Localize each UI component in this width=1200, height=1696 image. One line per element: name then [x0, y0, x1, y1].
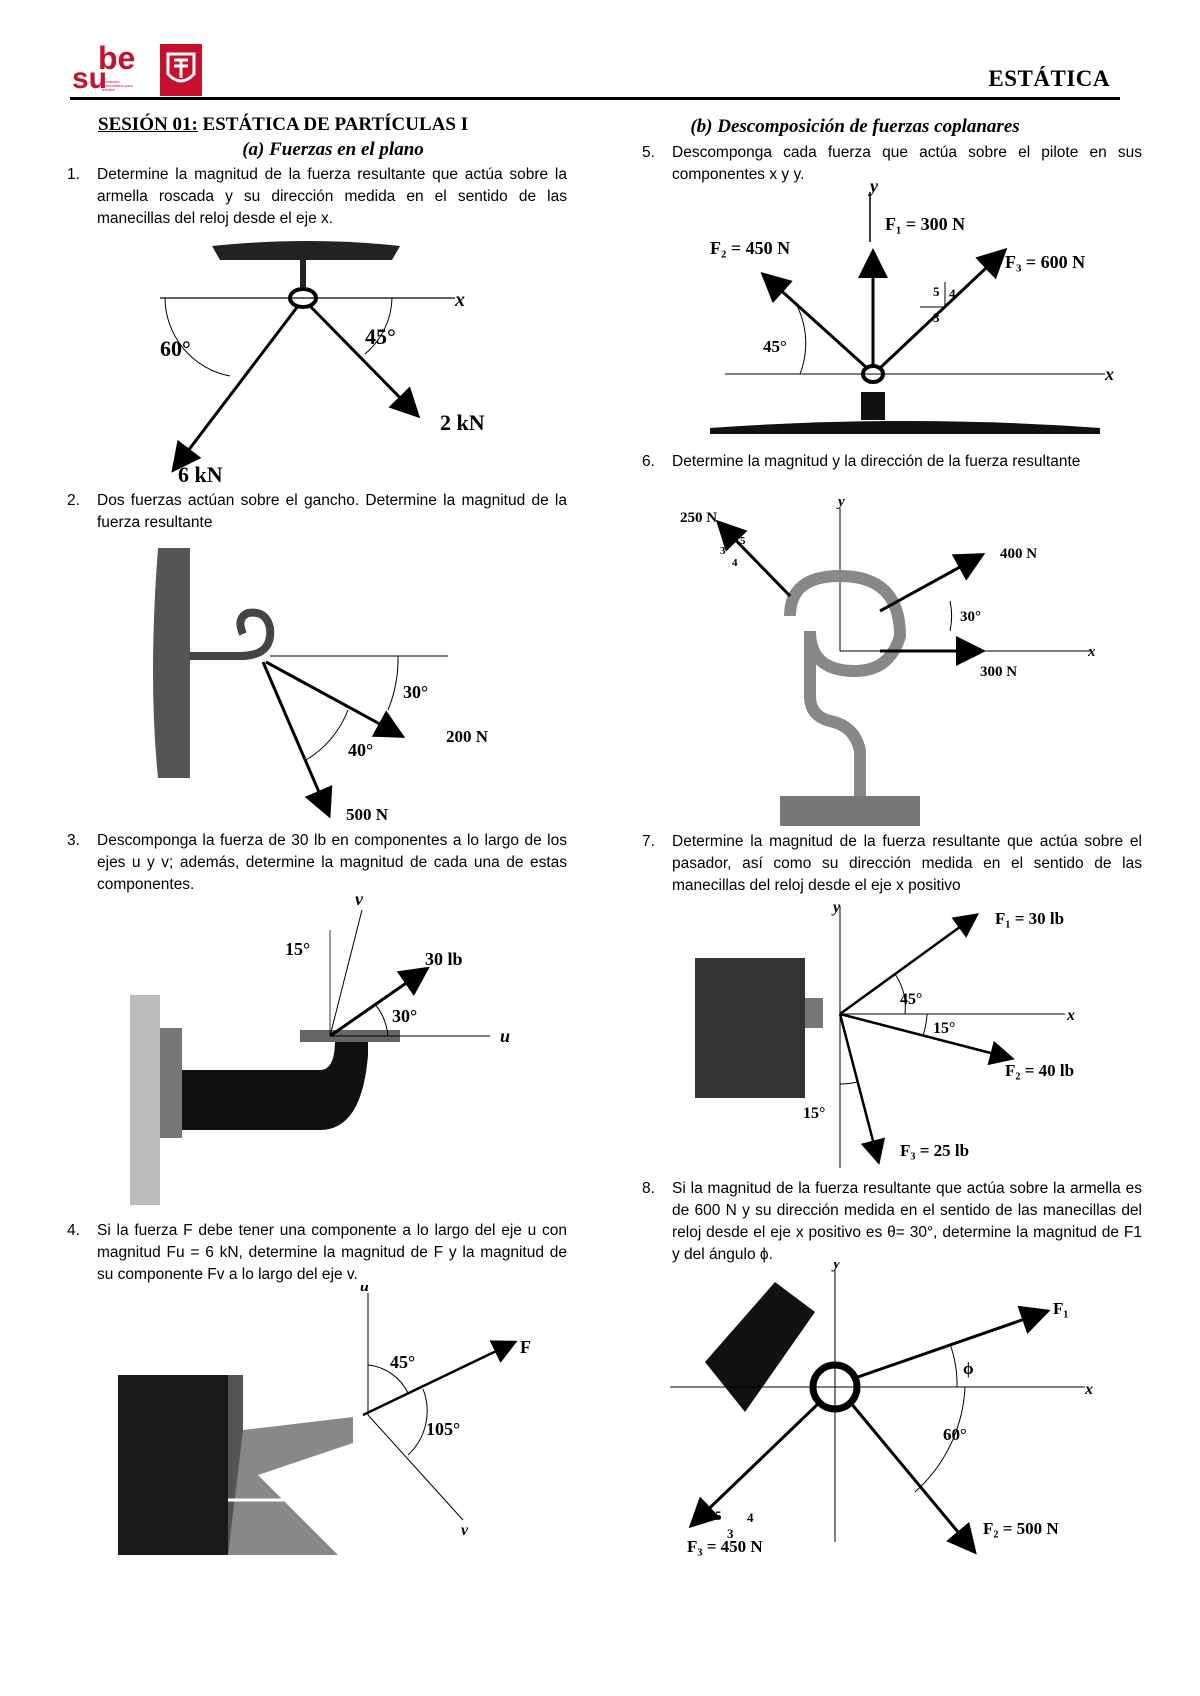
- force-f1-label: F₁: [1053, 1299, 1068, 1318]
- axis-y-label: y: [836, 496, 845, 510]
- problem-number: 8.: [642, 1180, 655, 1197]
- problem-number: 6.: [642, 453, 655, 470]
- angle-60-label: 60°: [943, 1425, 967, 1444]
- axis-x-label: x: [1084, 1381, 1093, 1398]
- axis-u-label: u: [500, 1026, 510, 1046]
- force-f3-label: F₃ = 25 lb: [900, 1141, 969, 1160]
- force-f2-label: F₂ = 40 lb: [1005, 1061, 1074, 1080]
- force-f1-label: F₁ = 300 N: [885, 214, 965, 234]
- force-6kn-label: 6 kN: [178, 462, 223, 484]
- problem-number: 5.: [642, 144, 655, 161]
- angle-45-label: 45°: [390, 1352, 415, 1372]
- section-b-subtitle: (b) Descomposición de fuerzas coplanares: [690, 116, 1020, 137]
- triangle-5-label: 5: [715, 1508, 722, 1523]
- force-2kn-label: 2 kN: [440, 410, 485, 435]
- axis-v-label: v: [461, 1522, 469, 1539]
- logo-tagline: formación universitaria para adultos: [102, 79, 133, 92]
- section-a-subtitle: (a) Fuerzas en el plano: [242, 139, 424, 160]
- angle-30-label: 30°: [960, 609, 981, 625]
- axis-y-label: y: [868, 182, 879, 196]
- figure-3-bracket: v u 15° 30° 30 lb: [130, 890, 510, 1205]
- force-f2-label: F₂ = 450 N: [710, 238, 790, 258]
- problem-text: Determine la magnitud y la dirección de …: [672, 453, 1081, 470]
- course-title: ESTÁTICA: [988, 66, 1110, 91]
- session-title: ESTÁTICA DE PARTÍCULAS I: [197, 114, 469, 135]
- axis-x-label: x: [454, 289, 465, 311]
- angle-45-label: 45°: [763, 337, 787, 356]
- figure-2-hook: 30° 40° 200 N 500 N: [153, 548, 489, 823]
- figure-6-hook: y x 250 N 400 N 300 N 30° 5 3 4: [680, 496, 1096, 826]
- triangle-4-label: 4: [747, 1510, 754, 1525]
- angle-30-label: 30°: [403, 682, 428, 702]
- problem-number: 3.: [67, 832, 80, 849]
- force-f2-label: F₂ = 500 N: [983, 1519, 1059, 1538]
- axis-x-label: x: [1087, 644, 1096, 660]
- axis-x-label: x: [1104, 364, 1114, 384]
- triangle-5-label: 5: [933, 284, 940, 299]
- problem-text: Descomponga cada fuerza que actúa sobre …: [672, 144, 1142, 183]
- axis-x-label: x: [1066, 1007, 1075, 1024]
- session-prefix: SESIÓN 01:: [98, 114, 198, 135]
- axis-y-label: y: [831, 1262, 841, 1272]
- angle-15-label: 15°: [285, 939, 310, 959]
- figure-7-pin: y x F₁ = 30 lb F₂ = 40 lb F₃ = 25 lb 45°…: [695, 899, 1075, 1168]
- triangle-3-label: 3: [727, 1526, 734, 1541]
- force-400n-label: 400 N: [1000, 546, 1037, 562]
- axis-y-label: y: [831, 899, 841, 916]
- problem-number: 2.: [67, 492, 80, 509]
- force-30lb-label: 30 lb: [425, 949, 463, 969]
- university-emblem-icon: [160, 44, 202, 96]
- problem-text: Determine la magnitud de la fuerza resul…: [97, 166, 567, 227]
- force-300n-label: 300 N: [980, 664, 1017, 680]
- triangle-3-label: 3: [933, 310, 940, 325]
- force-250n-label: 250 N: [680, 510, 717, 526]
- force-500n-label: 500 N: [346, 805, 389, 823]
- triangle-3-label: 3: [720, 545, 726, 557]
- problem-number: 1.: [67, 166, 80, 183]
- figure-4-beam: u v 45° 105° F: [118, 1285, 531, 1555]
- figure-8-eyebolt: y x F₁ F₂ = 500 N F₃ = 450 N ϕ 60° 5 4 3: [670, 1262, 1093, 1556]
- problem-text: Determine la magnitud de la fuerza resul…: [672, 833, 1142, 894]
- problem-text: Descomponga la fuerza de 30 lb en compon…: [97, 832, 567, 893]
- figure-1-eyebolt: x 60° 45° 6 kN 2 kN: [160, 241, 485, 484]
- axis-u-label: u: [360, 1285, 369, 1295]
- logo-be-text: be: [98, 40, 136, 76]
- angle-15-label: 15°: [933, 1020, 955, 1037]
- force-f3-label: F₃ = 600 N: [1005, 252, 1085, 272]
- logo-su-text: su: [72, 62, 108, 95]
- angle-60-label: 60°: [160, 336, 191, 361]
- axis-v-label: v: [355, 890, 364, 909]
- problem-text: Dos fuerzas actúan sobre el gancho. Dete…: [97, 492, 567, 531]
- problem-number: 4.: [67, 1222, 80, 1239]
- force-f-label: F: [520, 1337, 531, 1357]
- angle-30-label: 30°: [392, 1006, 417, 1026]
- angle-45-label: 45°: [365, 324, 396, 349]
- session-heading: SESIÓN 01: ESTÁTICA DE PARTÍCULAS I: [98, 114, 468, 136]
- angle-45-label: 45°: [900, 991, 922, 1008]
- force-f3-label: F₃ = 450 N: [687, 1537, 763, 1556]
- triangle-4-label: 4: [949, 286, 956, 301]
- sube-logo: su be formación universitaria para adult…: [72, 40, 202, 96]
- header-rule: [70, 97, 1120, 100]
- angle-40-label: 40°: [348, 740, 373, 760]
- force-f1-label: F₁ = 30 lb: [995, 909, 1064, 928]
- problem-text: Si la magnitud de la fuerza resultante q…: [672, 1180, 1142, 1263]
- triangle-5-label: 5: [740, 535, 746, 547]
- force-200n-label: 200 N: [446, 727, 489, 746]
- figure-5-pile: y x F₁ = 300 N F₂ = 450 N F₃ = 600 N 45°…: [710, 182, 1114, 434]
- angle-105-label: 105°: [426, 1419, 460, 1439]
- problem-text: Si la fuerza F debe tener una componente…: [97, 1222, 567, 1283]
- triangle-4-label: 4: [732, 557, 738, 569]
- angle-15-lower-label: 15°: [803, 1105, 825, 1122]
- angle-phi-label: ϕ: [963, 1359, 974, 1378]
- problem-number: 7.: [642, 833, 655, 850]
